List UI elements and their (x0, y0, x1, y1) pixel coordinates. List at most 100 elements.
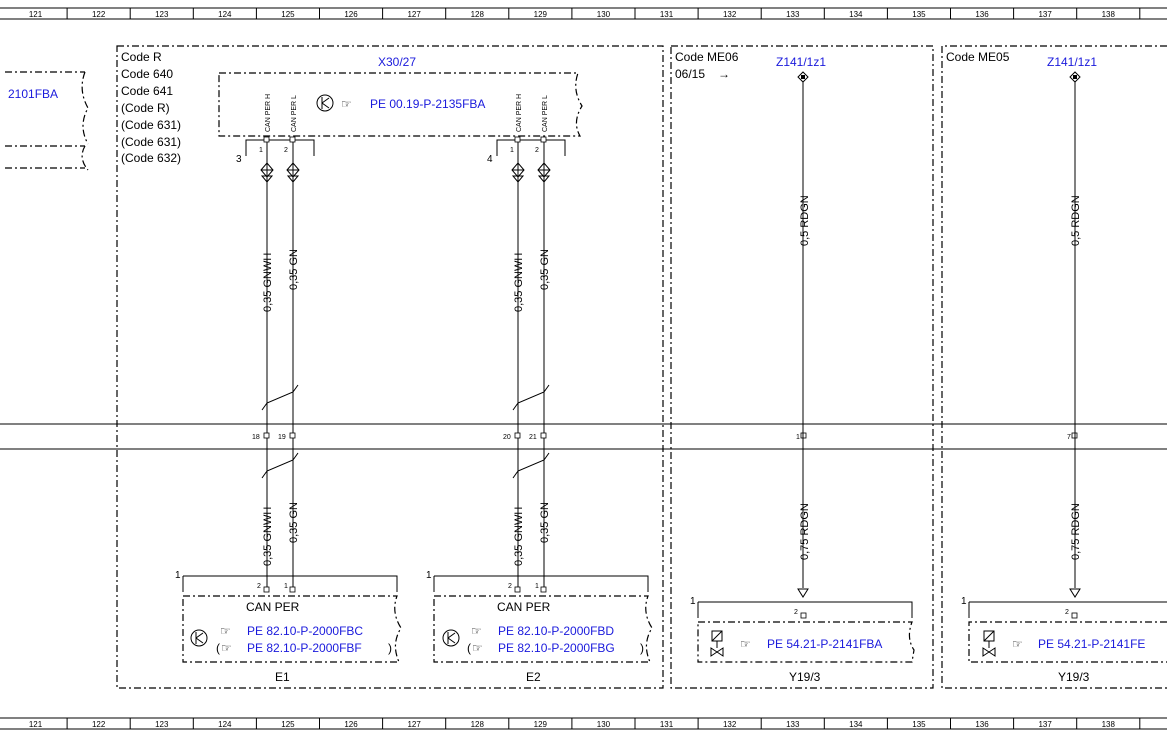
me05-pe-ref[interactable]: PE 54.21-P-2141FE (1038, 637, 1145, 651)
me06-code: Code ME06 (675, 50, 739, 64)
code-r-line: Code 640 (121, 67, 173, 81)
pin-label-can-l: CAN PER L (291, 95, 298, 132)
ruler-cell-label: 124 (218, 10, 232, 19)
ruler-cell-label: 123 (155, 10, 169, 19)
wire-label-gn: 0,35 GN (539, 249, 551, 290)
paren-open: ( (467, 641, 471, 655)
me06-frame (670, 45, 934, 689)
ruler-cell-label: 132 (723, 10, 737, 19)
ruler-cell-label: 127 (407, 720, 421, 729)
me05-y-label: Y19/3 (1058, 670, 1090, 684)
connector-pin-21: 21 (529, 434, 537, 441)
wire-label-gnwh: 0,35 GNWH (513, 253, 525, 312)
ruler-cell-label: 128 (471, 10, 485, 19)
x30-27-block: X30/27 ☞ PE 00.19-P-2135FBA CAN PER H CA… (218, 55, 583, 165)
me06-pe-ref[interactable]: PE 54.21-P-2141FBA (767, 637, 882, 651)
me05-z-ref[interactable]: Z141/1z1 (1047, 55, 1097, 69)
e1-pin1: 1 (175, 570, 181, 581)
connector-pin-18: 18 (252, 434, 260, 441)
pointer-icon: ☞ (220, 624, 231, 638)
pin-label-can-h: CAN PER H (516, 94, 523, 132)
code-r-line: (Code 632) (121, 151, 181, 165)
ruler-cell-label: 125 (281, 10, 295, 19)
e1-pin: 2 (257, 583, 261, 590)
me05-pin2: 2 (1065, 609, 1069, 616)
ruler-cell-label: 134 (849, 720, 863, 729)
code-r-line: Code 641 (121, 84, 173, 98)
e1-can-per: CAN PER (246, 600, 300, 614)
wire-label-gn: 0,35 GN (539, 502, 551, 543)
pin-number: 2 (535, 147, 539, 154)
pin-number: 1 (259, 147, 263, 154)
wire-label-gnwh: 0,35 GNWH (262, 507, 274, 566)
control-unit-icon (316, 94, 334, 112)
ruler-cell-label: 133 (786, 10, 800, 19)
pointer-icon: ☞ (1012, 637, 1023, 651)
wire-label-rdgn: 0,5 RDGN (799, 195, 811, 246)
x30-27-title[interactable]: X30/27 (378, 55, 416, 69)
ruler-cell-label: 138 (1102, 10, 1116, 19)
ruler-cell-label: 137 (1038, 10, 1052, 19)
connector-pin-1: 1 (796, 434, 800, 441)
wire-label-rdgn: 0,75 RDGN (1070, 503, 1082, 560)
valve-icon (710, 630, 724, 657)
e1-ref2[interactable]: PE 82.10-P-2000FBF (247, 641, 362, 655)
ruler-cell-label: 124 (218, 720, 232, 729)
me06-section: Code ME06 06/15 → Z141/1z1 1 2 ☞ PE 54.2… (675, 50, 915, 684)
valve-icon (982, 630, 996, 657)
me06-arrow-icon: → (718, 67, 730, 81)
ruler-cell-label: 130 (597, 10, 611, 19)
me06-y-label: Y19/3 (789, 670, 821, 684)
e2-pin: 1 (535, 583, 539, 590)
pointer-icon: ☞ (341, 97, 352, 111)
e2-ref1[interactable]: PE 82.10-P-2000FBD (498, 624, 614, 638)
ruler-cell-label: 125 (281, 720, 295, 729)
ruler-cell-label: 136 (975, 10, 989, 19)
ruler-cell-label: 137 (1038, 720, 1052, 729)
plug-symbols (260, 162, 551, 183)
me06-date: 06/15 (675, 67, 705, 81)
e2-pin: 2 (508, 583, 512, 590)
connector-pin-7: 7 (1067, 434, 1071, 441)
e2-can-per: CAN PER (497, 600, 551, 614)
ruler-cell-label: 133 (786, 720, 800, 729)
e1-pin: 1 (284, 583, 288, 590)
pointer-icon: ☞ (221, 641, 232, 655)
x30-pe-ref[interactable]: PE 00.19-P-2135FBA (370, 97, 485, 111)
e2-pin1: 1 (426, 570, 432, 581)
pin-number: 2 (284, 147, 288, 154)
can-wires (261, 142, 550, 590)
me06-pin2: 2 (794, 609, 798, 616)
pin-label-can-h: CAN PER H (265, 94, 272, 132)
e1-ref1[interactable]: PE 82.10-P-2000FBC (247, 624, 363, 638)
control-unit-icon (190, 629, 208, 647)
left-ref-text[interactable]: 2101FBA (8, 87, 58, 101)
ruler-cell-label: 131 (660, 10, 674, 19)
control-unit-icon (442, 629, 460, 647)
group-label-4: 4 (487, 154, 493, 165)
code-r-line: (Code 631) (121, 135, 181, 149)
ruler-cell-label: 121 (29, 720, 43, 729)
connector-pin-19: 19 (278, 434, 286, 441)
code-r-list: Code R Code 640 Code 641 (Code R) (Code … (121, 50, 181, 165)
e2-ref2[interactable]: PE 82.10-P-2000FBG (498, 641, 615, 655)
ruler-cell-label: 132 (723, 720, 737, 729)
wire-label-gnwh: 0,35 GNWH (262, 253, 274, 312)
ruler-cell-label: 127 (407, 10, 421, 19)
left-fragment: 2101FBA (5, 71, 89, 171)
me06-z-ref[interactable]: Z141/1z1 (776, 55, 826, 69)
e2-component: 1 2 1 CAN PER ☞ PE 82.10-P-2000FBD ( ☞ P… (426, 570, 653, 684)
wire-label-gnwh: 0,35 GNWH (513, 507, 525, 566)
ruler-cell-label: 122 (92, 720, 106, 729)
ruler-cell-label: 138 (1102, 720, 1116, 729)
me05-section: Code ME05 Z141/1z1 1 2 ☞ PE 54.21-P-2141… (946, 50, 1167, 684)
code-r-line: (Code 631) (121, 118, 181, 132)
code-r-line: (Code R) (121, 101, 170, 115)
ruler-cell-label: 135 (912, 10, 926, 19)
ruler-cell-label: 129 (534, 720, 548, 729)
ruler-cell-label: 126 (344, 10, 358, 19)
ruler-cell-label: 123 (155, 720, 169, 729)
pointer-icon: ☞ (471, 624, 482, 638)
